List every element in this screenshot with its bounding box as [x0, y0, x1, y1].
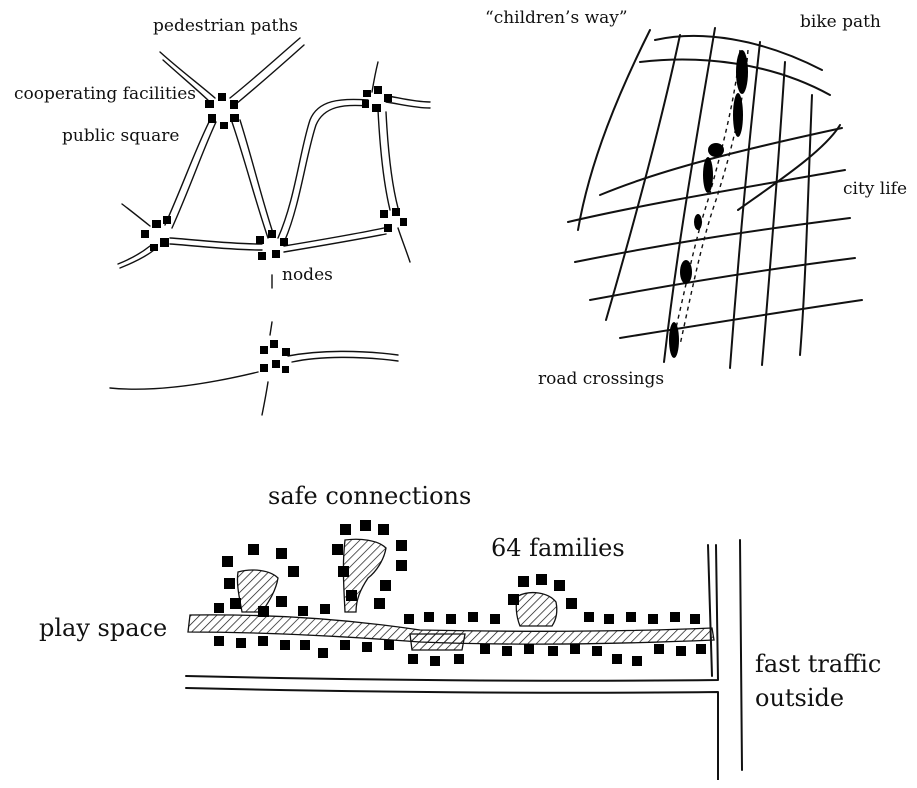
- family-houses: [214, 520, 706, 666]
- play-space-areas: [187, 538, 715, 651]
- bike-path-label: bike path: [800, 12, 881, 32]
- fast-traffic-label: fast traffic: [755, 650, 882, 678]
- city-life-label: city life: [843, 179, 908, 199]
- childrens-way-dashed-path-2: [679, 49, 749, 346]
- childrens-way-diagram: [567, 27, 863, 369]
- pedestrian-network-diagram: [109, 37, 431, 416]
- node-cluster-top: [205, 93, 239, 129]
- road-crossings-label: road crossings: [538, 369, 665, 389]
- safe-connections-label: safe connections: [268, 482, 472, 510]
- node-cluster-right: [362, 86, 392, 112]
- crossing-clusters: [669, 50, 748, 358]
- play-space-label: play space: [39, 614, 168, 642]
- street-grid-lines: [567, 27, 863, 369]
- fast-traffic-roads: [185, 539, 743, 780]
- nodes-label: nodes: [282, 265, 333, 285]
- pedestrian-paths-label: pedestrian paths: [153, 16, 299, 36]
- childrens-way-dashed-path: [671, 49, 741, 346]
- families-label: 64 families: [491, 534, 625, 562]
- node-cluster-isolated: [260, 340, 290, 373]
- childrens-way-label: “children’s way”: [485, 8, 628, 28]
- pedestrian-path-lines: [109, 37, 431, 416]
- node-cluster-left: [141, 216, 171, 251]
- public-square-label: public square: [62, 126, 180, 146]
- node-cluster-far-right: [380, 208, 407, 232]
- outside-label: outside: [755, 684, 845, 712]
- node-cluster-center: [256, 230, 288, 260]
- neighborhood-diagram: [185, 520, 743, 780]
- cooperating-facilities-label: cooperating facilities: [14, 84, 197, 104]
